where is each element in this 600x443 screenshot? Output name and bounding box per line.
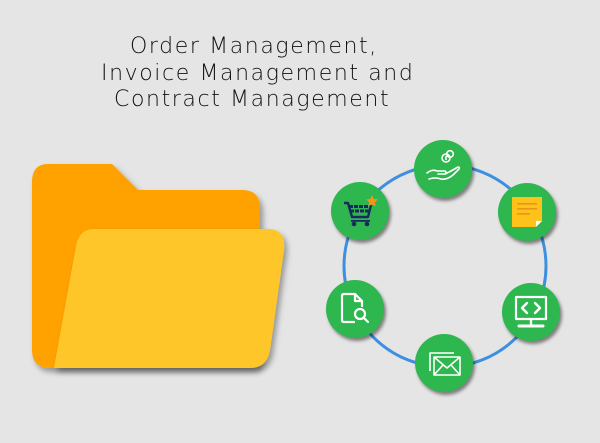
hand-coins-icon: [426, 149, 461, 180]
node-envelope[interactable]: [415, 334, 473, 392]
node-document-search[interactable]: [326, 280, 384, 338]
folder-icon: [32, 164, 285, 368]
document-search-icon: [340, 292, 370, 324]
monitor-code-icon: [514, 295, 548, 328]
title-line-2: Invoice Management and: [101, 61, 415, 86]
node-sticky-note[interactable]: [498, 183, 556, 241]
title-line-3: Contract Management: [114, 87, 391, 112]
title-line-1: Order Management,: [130, 34, 378, 59]
shopping-cart-star-icon: [344, 195, 378, 227]
sticky-note-icon: [512, 197, 542, 227]
envelope-icon: [429, 352, 461, 376]
node-hand-coins[interactable]: [414, 140, 472, 198]
node-shopping-cart[interactable]: [331, 182, 389, 240]
node-monitor-code[interactable]: [502, 283, 560, 341]
